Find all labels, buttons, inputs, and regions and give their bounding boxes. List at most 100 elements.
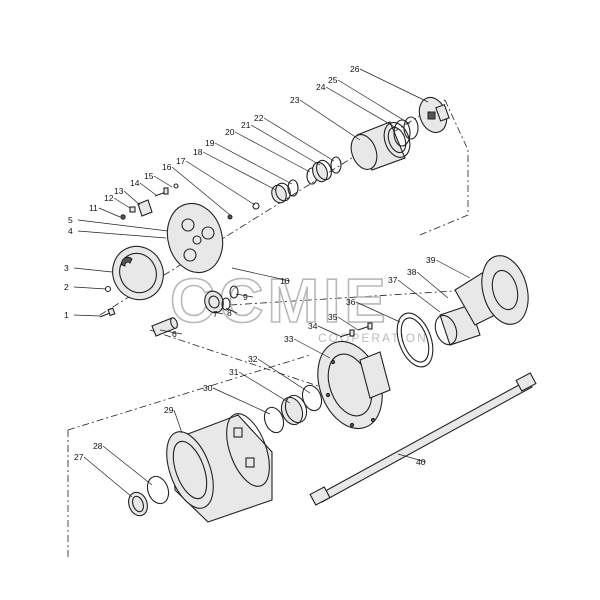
- callout-9: 9: [243, 292, 248, 302]
- part-30-ring: [263, 406, 285, 434]
- part-8-washer: [221, 297, 231, 311]
- callout-7: 7: [213, 309, 218, 319]
- leader-line-10: [231, 267, 291, 282]
- callout-8: 8: [227, 308, 232, 318]
- leader-line-33: [293, 338, 331, 359]
- callout-21: 21: [241, 120, 251, 130]
- leader-line-39: [435, 259, 471, 279]
- part-15-nut: [173, 183, 179, 189]
- callout-38: 38: [407, 267, 417, 277]
- callout-30: 30: [203, 383, 213, 393]
- callout-40: 40: [416, 457, 426, 467]
- callout-28: 28: [93, 441, 103, 451]
- callout-25: 25: [328, 75, 338, 85]
- leader-line-40: [397, 453, 427, 463]
- part-26-hub-cap: [418, 96, 450, 134]
- leader-line-11: [98, 207, 121, 218]
- part-16-pin: [227, 214, 233, 220]
- part-21-bearing: [312, 159, 332, 183]
- leader-line-32: [257, 358, 311, 394]
- part-24-ring: [393, 119, 411, 147]
- part-40-axle-shaft: [309, 372, 537, 506]
- leader-line-17: [185, 160, 256, 206]
- callout-2: 2: [64, 282, 69, 292]
- part-31-bearing: [280, 394, 308, 426]
- leader-line-9: [235, 293, 254, 298]
- part-33-wheel-hub: [317, 340, 391, 430]
- callout-26: 26: [350, 64, 360, 74]
- leader-line-21: [250, 124, 321, 166]
- leader-line-3: [73, 267, 113, 273]
- callout-10: 10: [280, 276, 290, 286]
- leader-line-37: [397, 279, 441, 313]
- callout-15: 15: [144, 171, 154, 181]
- callout-12: 12: [104, 193, 114, 203]
- callout-33: 33: [284, 334, 294, 344]
- callout-16: 16: [162, 162, 172, 172]
- leader-line-27: [83, 456, 133, 498]
- leader-line-34: [317, 325, 341, 337]
- part-29-axle-housing: [166, 413, 273, 523]
- part-11-nut: [120, 214, 126, 220]
- part-22-ring: [330, 156, 342, 174]
- callout-18: 18: [193, 147, 203, 157]
- callout-6: 6: [172, 329, 177, 339]
- callout-31: 31: [229, 367, 239, 377]
- part-13-bracket: [137, 199, 153, 217]
- part-35-stud: [357, 322, 373, 331]
- callout-3: 3: [64, 263, 69, 273]
- leader-line-20: [234, 131, 311, 173]
- callout-27: 27: [74, 452, 84, 462]
- part-2-washer: [104, 285, 112, 293]
- callout-1: 1: [64, 310, 69, 320]
- callout-39: 39: [426, 255, 436, 265]
- leader-line-18: [202, 151, 277, 191]
- callout-29: 29: [164, 405, 174, 415]
- part-3-cover: [112, 245, 164, 301]
- parts: [99, 96, 537, 523]
- leader-line-28: [102, 445, 153, 486]
- part-34-stud: [339, 329, 355, 338]
- part-9-washer: [229, 285, 239, 299]
- leader-line-38: [416, 271, 449, 299]
- leader-line-22: [263, 117, 335, 162]
- callout-24: 24: [316, 82, 326, 92]
- leader-line-29: [173, 409, 183, 434]
- leader-line-26: [359, 68, 429, 103]
- part-4-planet-carrier: [166, 202, 224, 274]
- leader-line-24: [325, 86, 401, 131]
- callout-11: 11: [89, 203, 98, 213]
- leader-line-23: [299, 99, 361, 141]
- leader-line-1: [73, 314, 101, 317]
- part-32-ring: [301, 384, 323, 412]
- part-25-ring: [403, 116, 419, 140]
- leader-line-30: [212, 387, 271, 415]
- callout-4: 4: [68, 226, 73, 236]
- leader-line-13: [123, 190, 141, 206]
- callout-36: 36: [346, 297, 356, 307]
- part-39-spindle: [454, 255, 529, 326]
- leader-line-14: [139, 182, 157, 196]
- callout-20: 20: [225, 127, 235, 137]
- part-7-gear: [204, 290, 224, 314]
- callout-32: 32: [248, 354, 258, 364]
- callout-37: 37: [388, 275, 398, 285]
- leader-line-16: [171, 166, 231, 216]
- part-36-ring-gear: [396, 312, 434, 368]
- callout-35: 35: [328, 312, 338, 322]
- callout-22: 22: [254, 113, 264, 123]
- part-12-washer: [129, 206, 136, 213]
- leader-line-15: [153, 175, 173, 188]
- callout-23: 23: [290, 95, 300, 105]
- callout-19: 19: [205, 138, 215, 148]
- leader-line-12: [113, 197, 131, 209]
- part-28-seal: [146, 475, 170, 505]
- leader-line-4: [77, 230, 167, 239]
- callout-13: 13: [114, 186, 124, 196]
- callout-5: 5: [68, 215, 73, 225]
- leader-line-31: [238, 371, 291, 404]
- leader-line-5: [77, 219, 169, 232]
- callout-14: 14: [130, 178, 140, 188]
- leader-line-25: [337, 79, 411, 125]
- leader-line-6: [159, 329, 183, 335]
